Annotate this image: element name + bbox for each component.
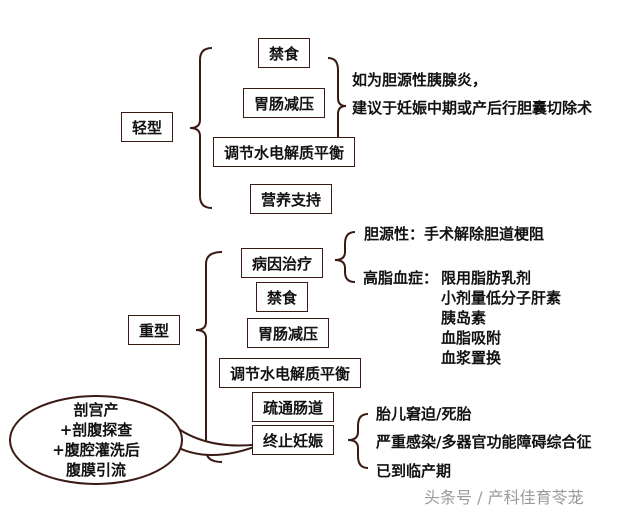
light-item-gi-decompression: 胃肠减压 [243, 88, 325, 118]
surgery-line: 剖宫产 [73, 401, 119, 419]
light-type-label: 轻型 [121, 112, 173, 142]
cause-lipid-label: 高脂血症： [363, 269, 439, 287]
light-note-line1: 如为胆源性胰腺炎， [352, 71, 488, 89]
cause-lipid-item: 血浆置换 [441, 349, 502, 367]
cause-lipid-item: 血脂吸附 [441, 329, 502, 347]
severe-item-termination: 终止妊娠 [252, 425, 334, 455]
surgery-line: 腹膜引流 [65, 461, 126, 479]
cause-lipid-item: 限用脂肪乳剂 [441, 269, 532, 287]
light-item-fasting: 禁食 [258, 38, 310, 68]
severe-item-gi-decompression: 胃肠减压 [247, 318, 329, 348]
severe-item-electrolyte: 调节水电解质平衡 [219, 358, 361, 388]
surgery-line: +剖腹探查 [59, 421, 133, 439]
severe-item-etiology: 病因治疗 [241, 248, 323, 278]
severe-type-label: 重型 [128, 315, 180, 345]
termination-reason: 已到临产期 [376, 462, 452, 480]
light-note-line2: 建议于妊娠中期或产后行胆囊切除术 [352, 99, 593, 117]
termination-reason: 严重感染/多器官功能障碍综合征 [376, 433, 592, 451]
light-item-electrolyte: 调节水电解质平衡 [213, 137, 355, 167]
cause-biliary: 胆源性：手术解除胆道梗阻 [364, 225, 545, 243]
cause-lipid-item: 小剂量低分子肝素 [441, 289, 562, 307]
watermark: 头条号 / 产科佳育苓茏 [424, 488, 584, 507]
surgery-line: +腹腔灌洗后 [52, 441, 140, 459]
surgery-bubble-text: 剖宫产 +剖腹探查 +腹腔灌洗后 腹膜引流 [24, 400, 168, 480]
cause-lipid-item: 胰岛素 [441, 309, 487, 327]
severe-item-fasting: 禁食 [256, 282, 308, 312]
light-item-nutrition: 营养支持 [250, 184, 332, 214]
severe-item-bowel: 疏通肠道 [252, 392, 334, 422]
termination-reason: 胎儿窘迫/死胎 [376, 405, 472, 423]
